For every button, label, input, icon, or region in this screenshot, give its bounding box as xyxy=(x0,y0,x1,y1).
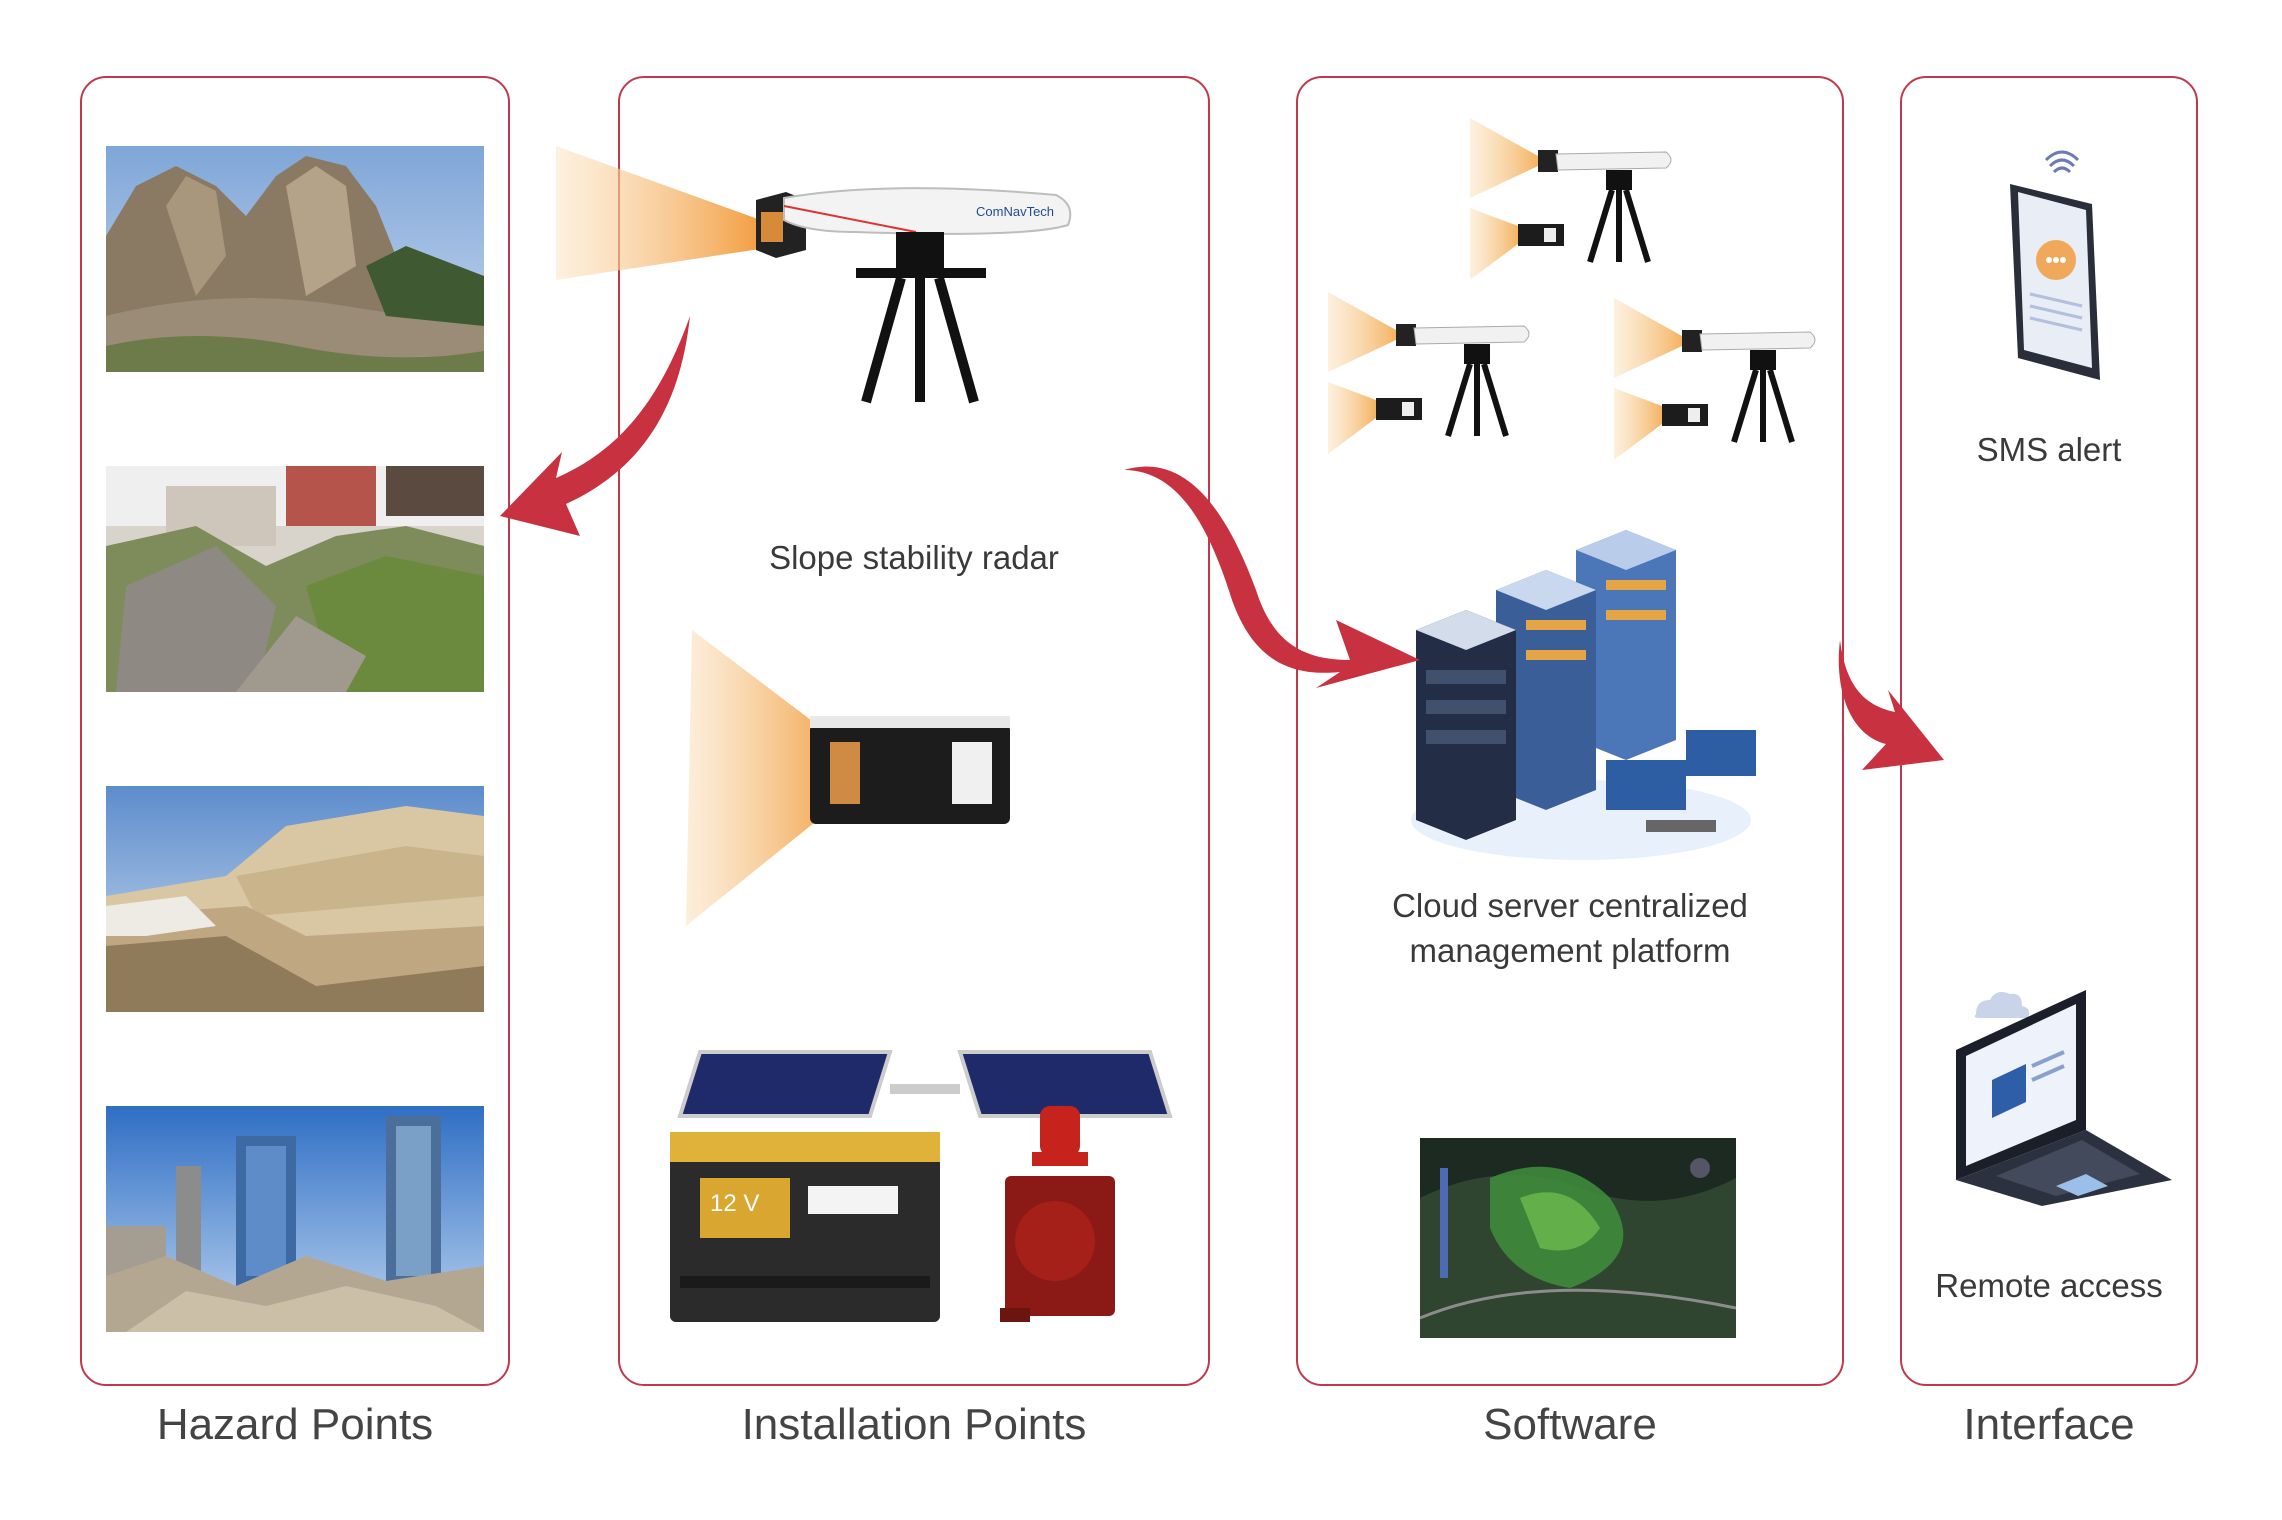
monitoring-map-screenshot xyxy=(1420,1138,1736,1338)
remote-access-label: Remote access xyxy=(1935,1267,2163,1304)
server-rack-icon xyxy=(1396,520,1766,880)
sms-alert-label: SMS alert xyxy=(1976,431,2122,468)
radar-cluster-3 xyxy=(1610,296,1830,466)
smartphone-icon xyxy=(2000,144,2110,388)
tripod-icon xyxy=(856,232,986,404)
power-and-siren-set: 12 V xyxy=(660,1046,1180,1328)
hazard-points-title: Hazard Points xyxy=(156,1400,434,1449)
cloud-icon xyxy=(1974,992,2030,1018)
interface-title: Interface xyxy=(1963,1400,2135,1449)
radar-cluster-2 xyxy=(1324,290,1544,460)
hazard-photo-open-pit-quarry xyxy=(106,786,484,1012)
hazard-photo-mountain-landslide xyxy=(106,146,484,372)
radar-cluster-1 xyxy=(1466,116,1686,286)
installation-points-title: Installation Points xyxy=(741,1400,1087,1449)
solar-panel-icon xyxy=(677,1050,1173,1118)
battery-voltage-text: 12 V xyxy=(710,1190,759,1217)
hazard-photo-urban-collapse xyxy=(106,1106,484,1332)
hazard-photo-collapsed-slope xyxy=(106,466,484,692)
siren-icon xyxy=(1000,1106,1115,1322)
battery-icon: 12 V xyxy=(670,1132,940,1322)
software-title: Software xyxy=(1483,1400,1657,1449)
radar-brand-text: ComNavTech xyxy=(976,204,1054,219)
laptop-icon xyxy=(1936,980,2176,1210)
slope-radar-label: Slope stability radar xyxy=(769,539,1059,576)
radar-sensor-icon xyxy=(680,624,1040,934)
cloud-server-label-line1: Cloud server centralized xyxy=(1392,887,1748,924)
cloud-server-label-line2: management platform xyxy=(1409,931,1731,969)
cloud-server-label: Cloud server centralized management plat… xyxy=(1296,884,1844,973)
wifi-signal-icon xyxy=(2044,150,2080,174)
radar-device-icon: ComNavTech xyxy=(556,140,1076,410)
